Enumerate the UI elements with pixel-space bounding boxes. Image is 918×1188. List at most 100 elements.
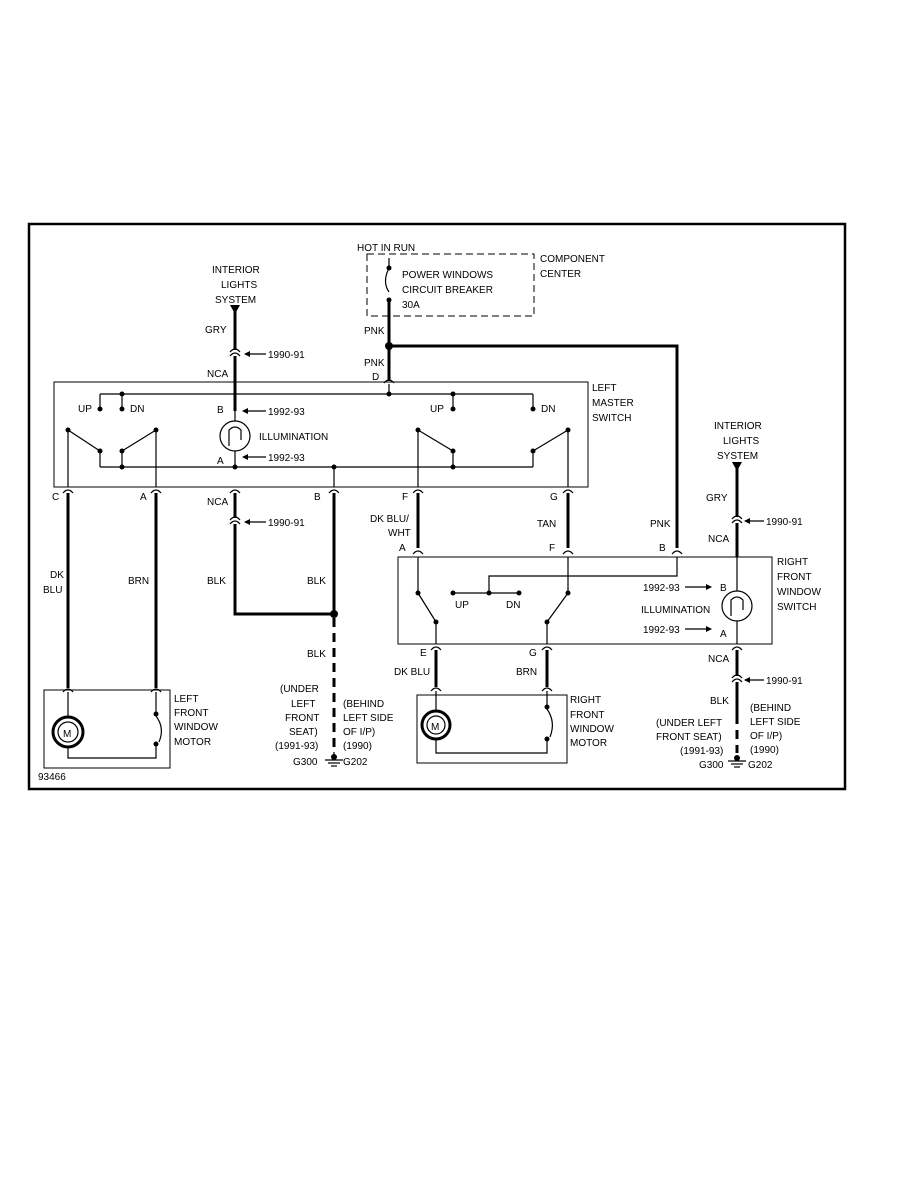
- wire-nca-left-1: NCA: [207, 369, 228, 380]
- g300-left: G300: [293, 757, 318, 768]
- gl-under-5: (1991-93): [275, 741, 318, 752]
- wire-pnk-label-2: PNK: [364, 358, 385, 369]
- wire-brn-left: BRN: [128, 576, 149, 587]
- year-1990-91-b: 1990-91: [268, 518, 305, 529]
- left-master-switch-1: LEFT: [592, 383, 616, 394]
- interior-lights-left-1: INTERIOR: [212, 265, 260, 276]
- left-motor-2: FRONT: [174, 708, 208, 719]
- wire-dkbluwht-1: DK BLU/: [370, 514, 409, 525]
- interior-lights-right: INTERIOR LIGHTS SYSTEM GRY 1990-91 NCA: [706, 421, 803, 557]
- right-motor-m: M: [431, 722, 439, 733]
- ground-right: (UNDER LEFT FRONT SEAT) (1991-93) (BEHIN…: [656, 703, 801, 771]
- wire-tan: TAN: [537, 519, 556, 530]
- pin-f-right-top: F: [549, 543, 555, 554]
- gl-under-4: SEAT): [289, 727, 318, 738]
- gl-behind-4: (1990): [343, 741, 372, 752]
- circuit-breaker: POWER WINDOWS CIRCUIT BREAKER 30A: [384, 258, 493, 346]
- interior-lights-left-2: LIGHTS: [221, 280, 257, 291]
- right-switch-3: WINDOW: [777, 587, 821, 598]
- gr-behind-1: (BEHIND: [750, 703, 791, 714]
- year-1992-93-b: 1992-93: [268, 453, 305, 464]
- pin-b-illum-left: B: [217, 405, 224, 416]
- hot-in-run-label: HOT IN RUN: [357, 243, 415, 254]
- pin-d-label: D: [372, 372, 379, 383]
- left-master-switch-2: MASTER: [592, 398, 634, 409]
- interior-lights-right-3: SYSTEM: [717, 451, 758, 462]
- year-1990-91-d: 1990-91: [766, 676, 803, 687]
- year-1992-93-a: 1992-93: [268, 407, 305, 418]
- year-1990-91-a: 1990-91: [268, 350, 305, 361]
- ground-left: (UNDER LEFT FRONT SEAT) (1991-93) (BEHIN…: [275, 684, 394, 768]
- wire-dk-label: DK: [50, 570, 64, 581]
- year-1990-91-c: 1990-91: [766, 517, 803, 528]
- left-motor-3: WINDOW: [174, 722, 218, 733]
- gl-under-2: LEFT: [291, 699, 315, 710]
- wire-blu-label: BLU: [43, 585, 62, 596]
- wire-dk-blu-right: DK BLU: [394, 667, 430, 678]
- year-1992-93-d: 1992-93: [643, 625, 680, 636]
- wire-blk-1: BLK: [207, 576, 226, 587]
- wire-blk-right: BLK: [710, 696, 729, 707]
- breaker-label-1: POWER WINDOWS: [402, 270, 493, 281]
- pin-c-master: C: [52, 492, 59, 503]
- g300-right: G300: [699, 760, 724, 771]
- right-front-window-motor: RIGHT FRONT WINDOW MOTOR M: [416, 687, 614, 764]
- gr-under-1: (UNDER LEFT: [656, 718, 722, 729]
- left-master-switch-3: SWITCH: [592, 413, 631, 424]
- right-switch-2: FRONT: [777, 572, 811, 583]
- wire-nca-right-2: NCA: [708, 654, 729, 665]
- wire-blk-3: BLK: [307, 649, 326, 660]
- wire-nca-right-1: NCA: [708, 534, 729, 545]
- interior-lights-left: INTERIOR LIGHTS SYSTEM GRY 1990-91 NCA: [205, 265, 305, 411]
- splice-blk: [330, 610, 338, 618]
- year-1992-93-c: 1992-93: [643, 583, 680, 594]
- gl-behind-2: LEFT SIDE: [343, 713, 394, 724]
- up-label-right: UP: [455, 600, 469, 611]
- pin-f-master: F: [402, 492, 408, 503]
- figure-id: 93466: [38, 772, 66, 783]
- illumination-right: ILLUMINATION: [641, 605, 710, 616]
- pin-g-right: G: [529, 648, 537, 659]
- left-motor-1: LEFT: [174, 694, 198, 705]
- right-motor-4: MOTOR: [570, 738, 607, 749]
- gr-behind-4: (1990): [750, 745, 779, 756]
- component-center-label-2: CENTER: [540, 269, 581, 280]
- dn-label-left: DN: [130, 404, 144, 415]
- pin-e-right: E: [420, 648, 427, 659]
- gl-behind-3: OF I/P): [343, 727, 375, 738]
- wire-dkbluwht-2: WHT: [388, 528, 411, 539]
- pin-b-illum-right: B: [720, 583, 727, 594]
- pin-a-illum-left: A: [217, 456, 224, 467]
- pin-a-master: A: [140, 492, 147, 503]
- breaker-label-2: CIRCUIT BREAKER: [402, 285, 493, 296]
- right-motor-3: WINDOW: [570, 724, 614, 735]
- dn-label-mid: DN: [541, 404, 555, 415]
- wire-pnk-3: PNK: [650, 519, 671, 530]
- gr-behind-2: LEFT SIDE: [750, 717, 801, 728]
- interior-lights-left-3: SYSTEM: [215, 295, 256, 306]
- right-motor-1: RIGHT: [570, 695, 601, 706]
- dn-label-right: DN: [506, 600, 520, 611]
- interior-lights-right-1: INTERIOR: [714, 421, 762, 432]
- wire-nca-left-2: NCA: [207, 497, 228, 508]
- g202-left: G202: [343, 757, 368, 768]
- right-motor-2: FRONT: [570, 710, 604, 721]
- up-label-left: UP: [78, 404, 92, 415]
- gr-behind-3: OF I/P): [750, 731, 782, 742]
- wire-brn-right: BRN: [516, 667, 537, 678]
- pin-g-master: G: [550, 492, 558, 503]
- interior-lights-right-2: LIGHTS: [723, 436, 759, 447]
- wire-gry-right: GRY: [706, 493, 728, 504]
- right-switch-1: RIGHT: [777, 557, 808, 568]
- component-center-label-1: COMPONENT: [540, 254, 605, 265]
- right-front-window-switch: RIGHT FRONT WINDOW SWITCH UP DN 1992-93 …: [397, 556, 821, 645]
- left-motor-m: M: [63, 729, 71, 740]
- gl-under-3: FRONT: [285, 713, 319, 724]
- wire-gry-left: GRY: [205, 325, 227, 336]
- gr-under-2: FRONT SEAT): [656, 732, 722, 743]
- gl-behind-1: (BEHIND: [343, 699, 384, 710]
- left-motor-4: MOTOR: [174, 737, 211, 748]
- right-switch-4: SWITCH: [777, 602, 816, 613]
- left-master-switch: LEFT MASTER SWITCH UP DN UP DN: [53, 381, 634, 488]
